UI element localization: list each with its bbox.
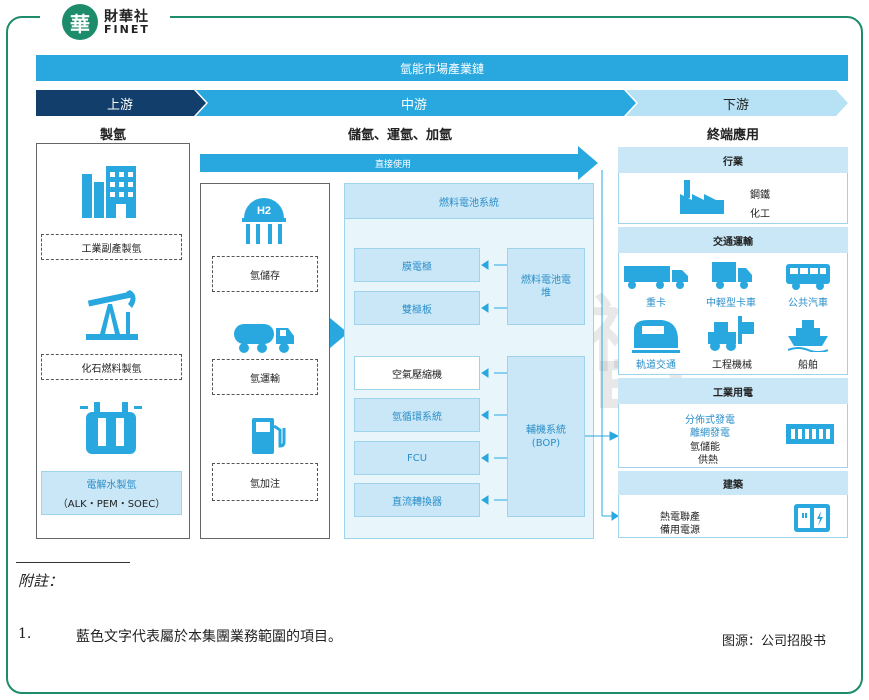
stage-arrows — [36, 90, 848, 116]
brand-name-cn: 財華社 — [104, 9, 149, 25]
electrolysis-label: 電解水製氫 — [86, 480, 137, 491]
fuel-cell-connectors — [481, 260, 620, 505]
direct-use-label: 直接使用 — [375, 160, 412, 170]
power-heating: 供熱 — [698, 455, 718, 466]
train-icon — [632, 320, 680, 353]
image-source: 图源：公司招股书 — [722, 634, 827, 649]
stack-part-membrane: 膜電極 — [354, 248, 480, 282]
notes-title: 附註： — [18, 572, 64, 590]
construction-machinery-icon — [708, 316, 754, 351]
building-backup: 備用電源 — [660, 525, 700, 536]
logistics-transport: 氫運輸 — [212, 359, 318, 395]
power-module-icon — [786, 424, 834, 444]
industry-chemical: 化工 — [750, 209, 770, 220]
downstream-connector — [601, 170, 619, 521]
hydrogen-tank-icon: H2 — [242, 198, 286, 244]
stage-midstream: 中游 — [400, 97, 427, 113]
midstream-heading: 儲氫、運氫、加氫 — [347, 128, 452, 143]
direct-use-arrow — [200, 146, 598, 180]
bop-part-compressor: 空氣壓縮機 — [354, 356, 480, 390]
ship-icon — [788, 320, 828, 352]
factory-icon — [82, 166, 136, 218]
industry-title: 行業 — [618, 147, 848, 173]
logistics-storage: 氫儲存 — [212, 256, 318, 292]
note-text: 藍色文字代表屬於本集團業務範圍的項目。 — [76, 629, 342, 645]
bop-part-dc-converter: 直流轉換器 — [354, 483, 480, 517]
fuel-cell-system-header: 燃料電池系統 — [344, 183, 594, 219]
h2-symbol: H2 — [257, 205, 271, 217]
finet-logo-seal: 華 — [62, 4, 98, 40]
transport-construction: 工程機械 — [712, 360, 752, 371]
brand-name-en: FINET — [104, 23, 150, 36]
midstream-chevron — [196, 90, 636, 116]
upstream-item-industrial: 工業副產製氫 — [41, 234, 182, 260]
transport-light-truck: 中輕型卡車 — [706, 298, 756, 309]
logistics-refueling: 氫加注 — [212, 463, 318, 501]
power-distributed: 分佈式發電 — [685, 415, 735, 426]
power-outlet-icon — [794, 504, 830, 532]
upstream-item-fossil: 化石燃料製氫 — [41, 354, 182, 380]
power-title: 工業用電 — [618, 378, 848, 404]
fuel-cell-stack-label: 燃料電池電堆 — [521, 274, 571, 299]
stack-part-bipolar: 雙極板 — [354, 291, 480, 325]
industry-factory-icon — [680, 180, 724, 214]
bop-part-fcu: FCU — [354, 441, 480, 475]
bop-box: 輔機系統(BOP) — [507, 356, 585, 517]
outer-frame — [6, 16, 863, 694]
downstream-heading: 終端應用 — [706, 128, 759, 143]
building-title: 建築 — [618, 471, 848, 495]
bop-label: 輔機系統(BOP) — [526, 424, 566, 449]
bop-part-hydrogen-loop: 氫循環系統 — [354, 398, 480, 432]
notes-divider — [16, 562, 130, 563]
stage-downstream: 下游 — [722, 97, 749, 113]
note-number: 1. — [18, 626, 32, 642]
power-offgrid: 離網發電 — [690, 428, 730, 439]
chart-title: 氫能市場產業鏈 — [36, 55, 848, 81]
electrolyzer-icon — [80, 402, 142, 454]
transport-ship: 船舶 — [798, 360, 818, 371]
upstream-heading: 製氫 — [99, 128, 126, 143]
fuel-cell-stack-box: 燃料電池電堆 — [507, 248, 585, 325]
logo-area — [40, 2, 170, 36]
fuel-pump-icon — [252, 418, 286, 454]
electrolysis-sub: （ALK・PEM・SOEC） — [57, 499, 166, 510]
downstream-chevron — [626, 90, 848, 116]
power-storage: 氫儲能 — [690, 442, 720, 453]
midstream-arrow — [330, 318, 348, 348]
tanker-truck-icon — [234, 324, 294, 353]
fuel-cell-system-title: 燃料電池系統 — [439, 197, 499, 209]
upstream-chevron — [36, 90, 206, 116]
stage-upstream: 上游 — [106, 97, 133, 113]
transport-rail: 軌道交通 — [636, 360, 676, 371]
heavy-truck-icon — [624, 266, 688, 289]
upstream-electrolysis-box: 電解水製氫 （ALK・PEM・SOEC） — [41, 471, 182, 515]
bus-icon — [786, 264, 830, 290]
transport-bus: 公共汽車 — [788, 298, 828, 309]
transport-title: 交通運輸 — [618, 227, 848, 253]
building-chp: 熱電聯產 — [660, 512, 700, 523]
transport-heavy-truck: 重卡 — [646, 298, 666, 309]
oil-pump-icon — [86, 290, 138, 340]
industry-steel: 鋼鐵 — [750, 190, 770, 201]
light-truck-icon — [712, 262, 752, 289]
